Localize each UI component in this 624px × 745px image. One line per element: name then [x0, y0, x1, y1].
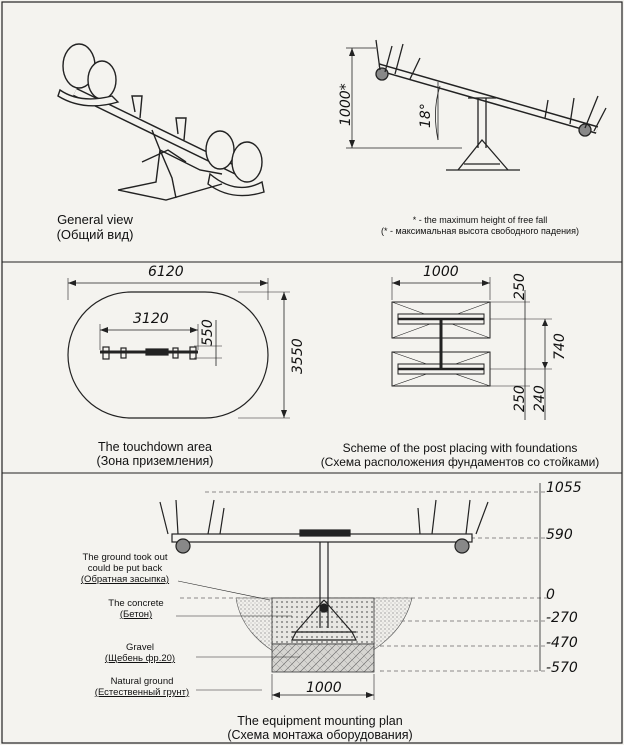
- general-view-drawing: [57, 43, 265, 201]
- level-1055: 1055: [546, 480, 582, 496]
- post-scheme-bottom-b: 240: [532, 385, 548, 412]
- touchdown-outer-width: 3550: [290, 338, 306, 374]
- post-scheme-drawing: [391, 277, 552, 420]
- level-0: 0: [546, 587, 555, 603]
- backfill-label: The ground took out could be put back (О…: [60, 552, 190, 585]
- gravel-label-ru: (Щебень фр.20): [104, 653, 176, 664]
- general-view-caption: General view (Общий вид): [30, 212, 160, 242]
- side-view-drawing: [346, 39, 607, 171]
- concrete-label: The concrete (Бетон): [88, 598, 184, 620]
- touchdown-caption: The touchdown area (Зона приземления): [70, 440, 240, 468]
- mounting-caption: The equipment mounting plan (Схема монта…: [200, 714, 440, 742]
- natural-ground-label-en: Natural ground: [110, 676, 174, 687]
- natural-ground-label: Natural ground (Естественный грунт): [82, 676, 202, 698]
- general-view-subtitle: (Общий вид): [56, 227, 134, 242]
- post-scheme-caption-en: Scheme of the post placing with foundati…: [342, 441, 578, 455]
- backfill-label-ru: (Обратная засыпка): [80, 574, 170, 585]
- level-minus-570: -570: [546, 660, 578, 676]
- post-scheme-middle: 740: [552, 333, 568, 360]
- post-scheme-caption: Scheme of the post placing with foundati…: [300, 441, 620, 469]
- mounting-caption-en: The equipment mounting plan: [237, 714, 403, 728]
- mounting-plan-drawing: [159, 483, 548, 700]
- post-scheme-caption-ru: (Схема расположения фундаментов со стойк…: [320, 455, 600, 469]
- touchdown-caption-ru: (Зона приземления): [96, 454, 214, 468]
- concrete-label-en: The concrete: [108, 598, 164, 609]
- touchdown-inner-width: 550: [200, 319, 216, 346]
- level-minus-470: -470: [546, 635, 578, 651]
- mounting-caption-ru: (Схема монтажа оборудования): [227, 728, 413, 742]
- free-fall-note: * - the maximum height of free fall (* -…: [355, 215, 605, 237]
- post-scheme-width: 1000: [423, 264, 459, 280]
- touchdown-area-drawing: [67, 278, 290, 419]
- touchdown-caption-en: The touchdown area: [98, 440, 212, 454]
- tilt-angle-mark: 18°: [418, 103, 434, 128]
- touchdown-inner-length: 3120: [133, 311, 169, 327]
- level-590: 590: [546, 527, 573, 543]
- post-scheme-bottom-a: 250: [512, 385, 528, 412]
- free-fall-note-ru: (* - максимальная высота свободного паде…: [381, 226, 579, 236]
- free-fall-height-mark: 1000*: [338, 83, 354, 126]
- concrete-label-ru: (Бетон): [119, 609, 153, 620]
- gravel-label: Gravel (Щебень фр.20): [80, 642, 200, 664]
- general-view-title: General view: [57, 212, 133, 227]
- natural-ground-label-ru: (Естественный грунт): [94, 687, 190, 698]
- level-minus-270: -270: [546, 610, 578, 626]
- post-scheme-top: 250: [512, 273, 528, 300]
- backfill-label-en-1: The ground took out: [82, 552, 168, 563]
- gravel-label-en: Gravel: [126, 642, 154, 653]
- backfill-label-en-2: could be put back: [87, 563, 163, 574]
- foundation-width: 1000: [306, 680, 342, 696]
- touchdown-outer-length: 6120: [148, 264, 184, 280]
- free-fall-note-en: * - the maximum height of free fall: [412, 215, 548, 225]
